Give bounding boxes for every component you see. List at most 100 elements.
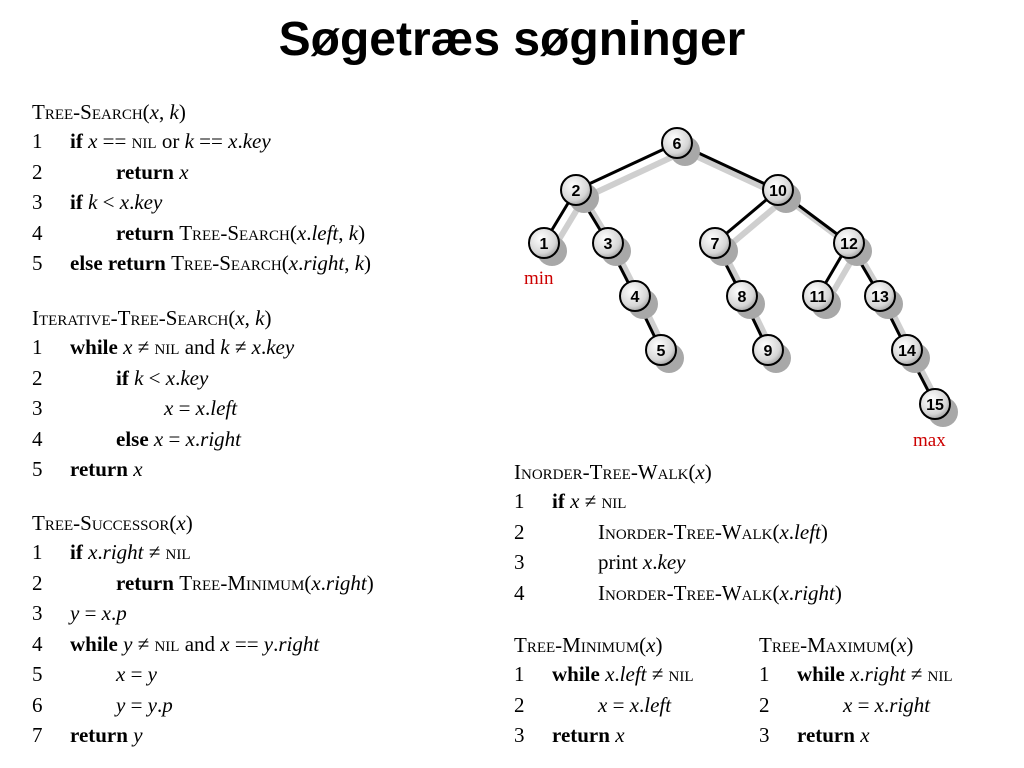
algorithm-header: Tree-Maximum(x) [759,631,913,659]
code-token: Tree-Minimum [514,633,640,657]
code-token: ≠ [143,540,166,564]
code-token: y [133,723,143,747]
code-token: = [163,426,186,451]
node-key: 1 [540,236,549,253]
tree-node [592,227,624,259]
code-text: return y [70,720,143,751]
code-text: x = x.right [843,690,930,721]
code-token: return [116,220,180,245]
node-key: 2 [572,183,581,200]
line-number: 2 [32,365,43,390]
code-token: . [614,662,620,686]
tree-node [752,334,784,366]
code-text: if x.right ≠ nil [70,537,191,568]
tree-node [891,334,923,366]
algorithm-header: Tree-Successor(x) [32,509,193,537]
code-token: right [889,692,931,717]
code-token: ( [289,220,297,245]
page-title: Søgetræs søgninger [278,13,746,66]
code-token: x [779,580,789,605]
node-key: 5 [657,343,666,360]
code-text: else x = x.right [116,424,241,455]
code-token: < [143,365,166,390]
node-key: 12 [840,236,858,253]
tree-node [833,227,865,259]
code-token: ( [142,100,150,124]
code-token: k [169,100,179,124]
line-number: 3 [759,723,770,747]
code-token: ) [704,460,712,484]
line-number: 5 [32,251,43,275]
code-token: y [147,662,157,686]
tree-node [726,280,758,312]
code-token: or [156,129,185,153]
code-token: x [88,129,98,153]
code-token: x [101,601,111,625]
code-token: . [639,692,645,717]
code-token: ( [228,306,236,330]
line-number: 1 [32,335,43,359]
code-token: right [325,570,367,595]
code-token: return [116,159,180,184]
code-token: if [552,489,571,513]
edge-shadow [582,148,687,201]
code-token: x [185,426,195,451]
code-token: ) [185,511,193,535]
node-key: 7 [711,236,720,253]
code-token: ( [304,570,312,595]
code-token: k [184,129,194,153]
code-token: x [311,570,321,595]
code-line: 4 else x = x.right [32,424,271,455]
code-token: ) [655,633,663,657]
code-token: if [70,540,89,564]
line-number: 4 [32,426,43,451]
code-token: . [273,631,279,656]
code-text: while x ≠ nil and k ≠ x.key [70,332,294,363]
tree-node [699,227,731,259]
code-token: return [70,457,134,481]
max-label: max [913,430,946,451]
line-number: 5 [32,662,43,686]
code-token: x [164,396,174,420]
algorithm-header: Tree-Minimum(x) [514,631,662,659]
node-key: 9 [764,343,773,360]
code-token: ) [834,580,842,605]
code-token: . [194,426,201,451]
node-key: 4 [631,289,640,306]
code-text: Inorder-Tree-Walk(x.left) [598,517,828,548]
code-token: = [607,692,630,717]
code-token: nil [668,662,694,686]
node-key: 8 [738,289,747,306]
tree-node [560,174,592,206]
code-token: key [242,129,271,153]
algorithm-header: Inorder-Tree-Walk(x) [514,458,712,486]
code-text: return Tree-Search(x.left, k) [116,218,365,249]
code-token: x [195,396,205,420]
code-token: y [116,692,126,717]
code-token: x [133,457,143,481]
code-text: y = x.p [70,598,127,629]
code-text: Inorder-Tree-Walk(x.right) [598,578,842,609]
code-token: == [229,631,264,656]
code-token: x [288,251,299,275]
code-token: key [266,335,295,359]
code-token: ) [366,570,374,595]
code-token: x [88,540,98,564]
tree-node [919,388,951,420]
code-token: . [97,540,103,564]
code-text: return x [116,157,189,188]
tree-edge [575,141,678,192]
line-number: 1 [514,662,525,686]
code-text: return x [70,454,143,485]
code-token: return [797,723,861,747]
